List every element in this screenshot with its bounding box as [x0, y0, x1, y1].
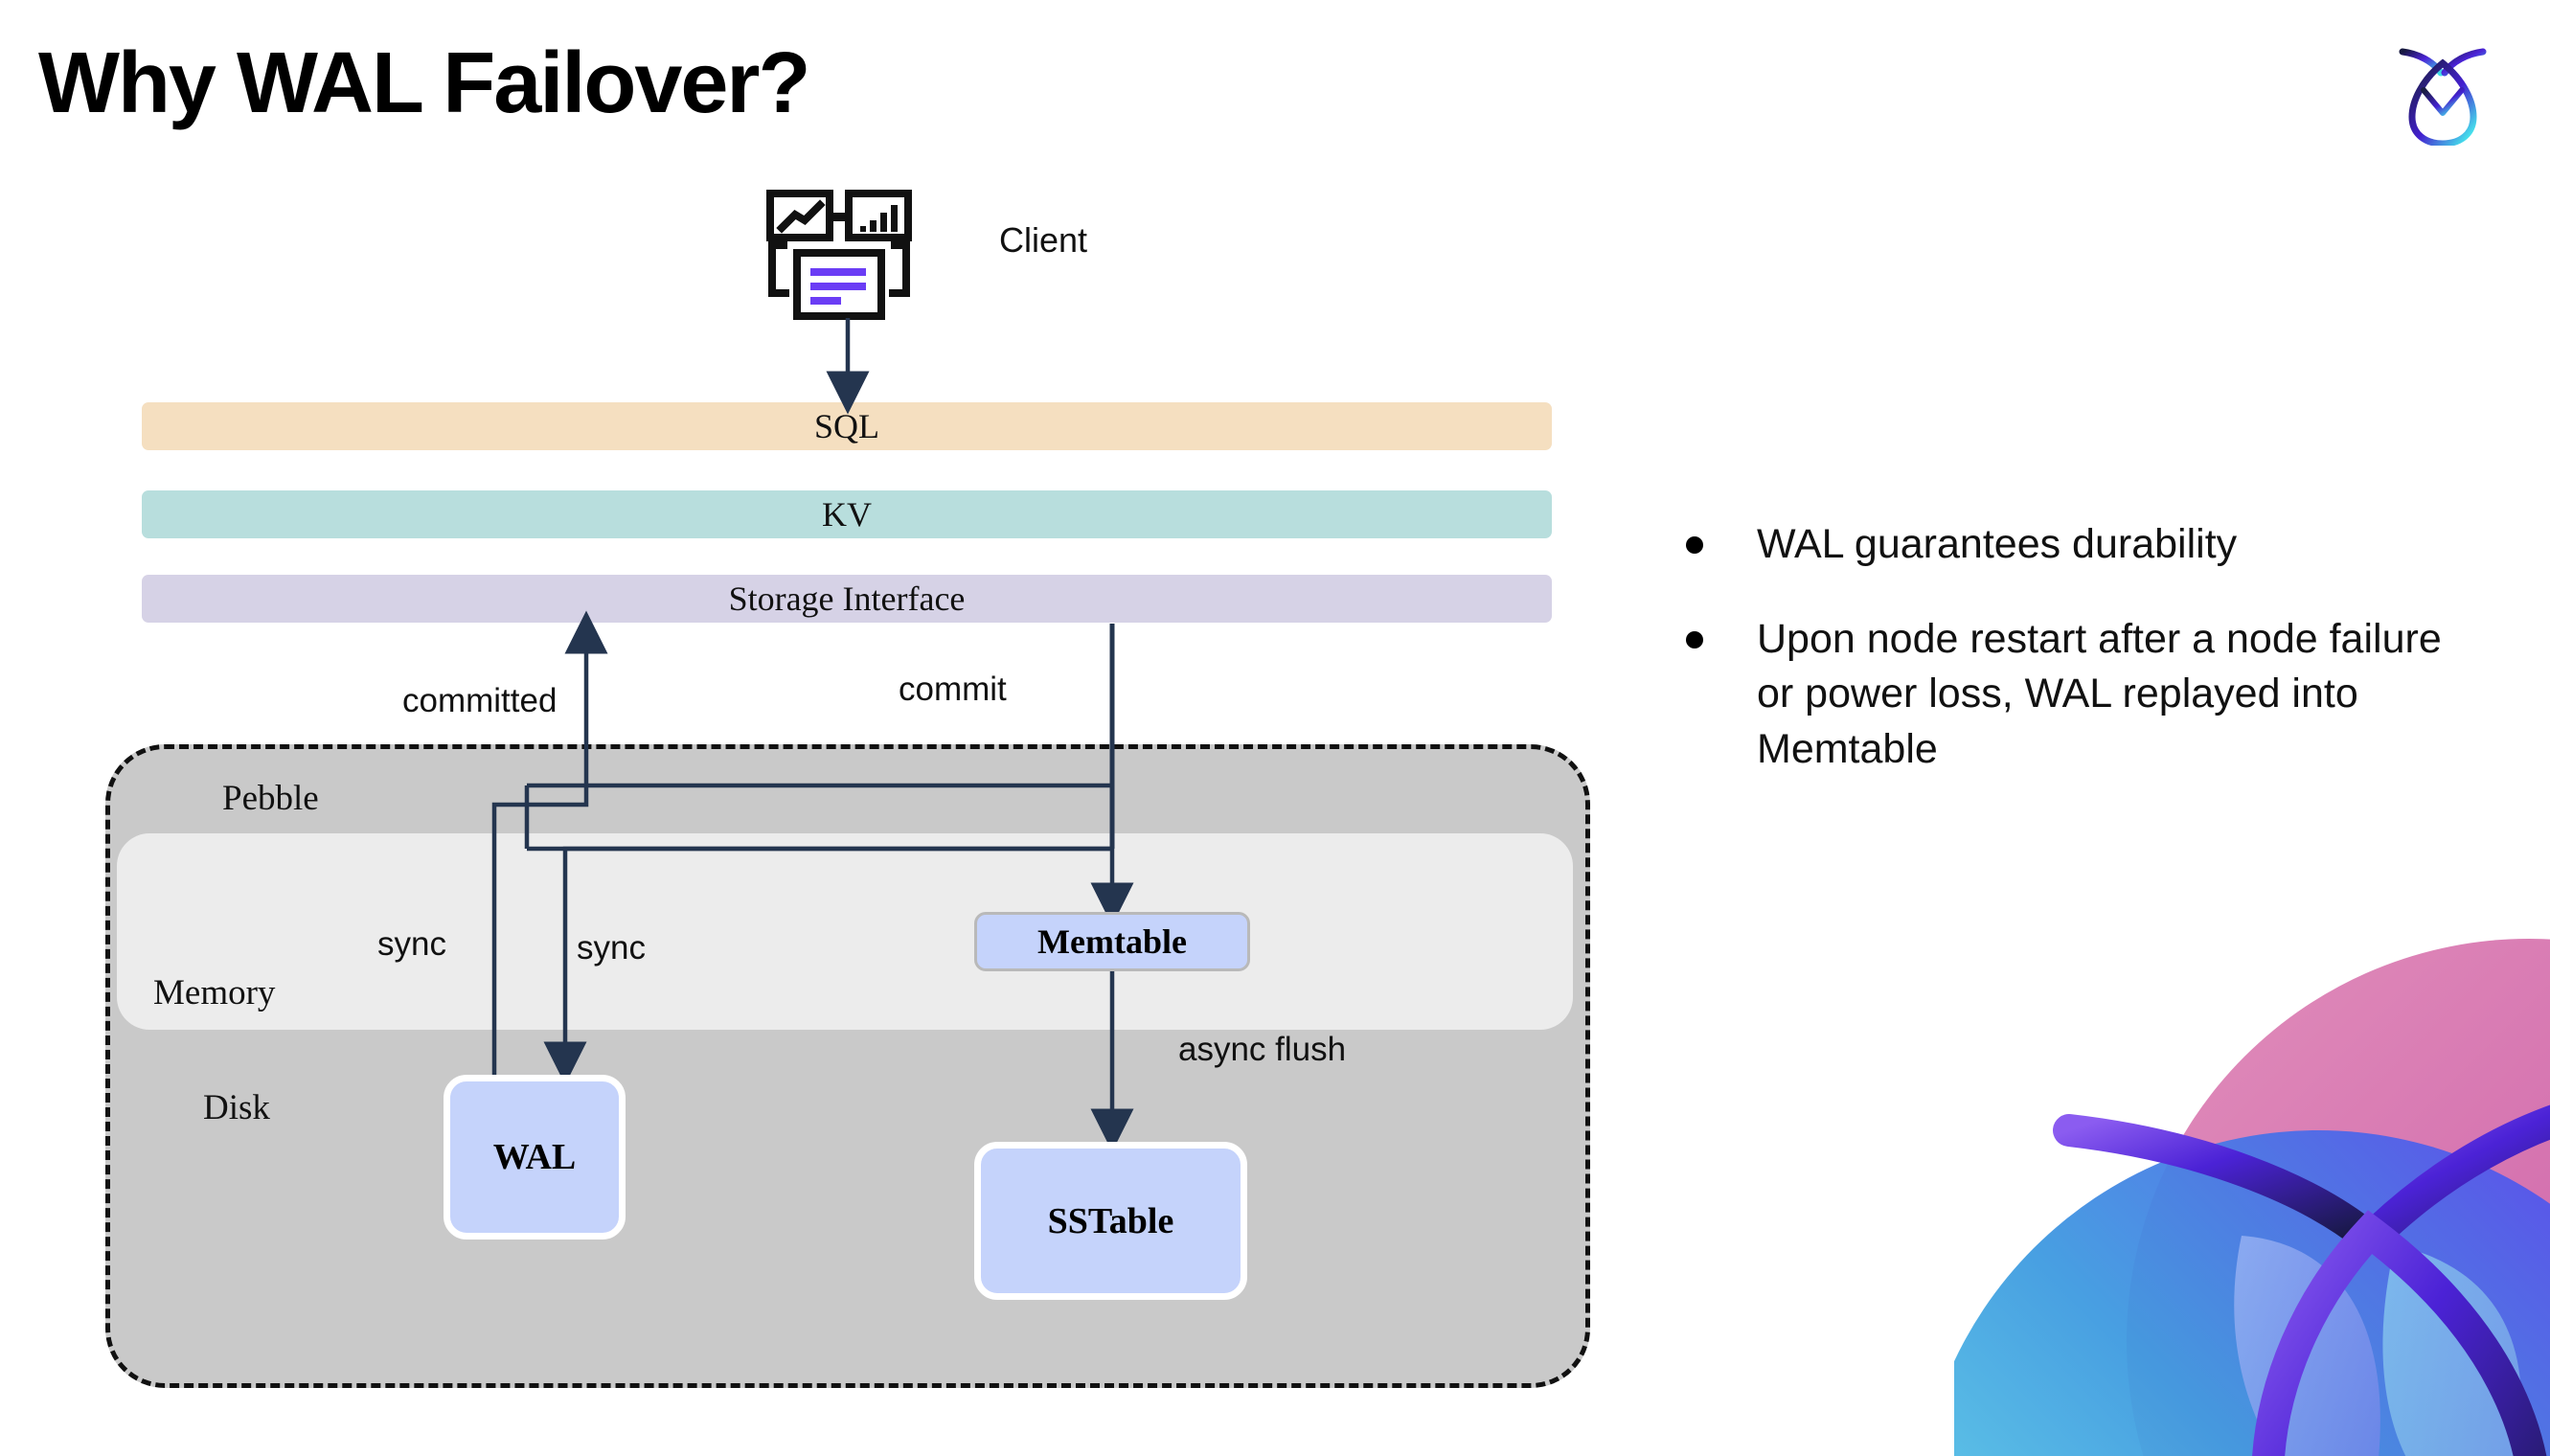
memory-region	[117, 833, 1573, 1030]
node-label-sstable: SSTable	[1047, 1200, 1174, 1241]
layer-bar-kv: KV	[142, 490, 1552, 538]
bullet-text: Upon node restart after a node failure o…	[1757, 616, 2442, 772]
node-label-memtable: Memtable	[1037, 922, 1187, 961]
arrow-label-async-flush: async flush	[1178, 1031, 1347, 1068]
arrow-label-commit: commit	[899, 671, 1007, 708]
list-item: WAL guarantees durability	[1686, 517, 2481, 572]
layer-label-kv: KV	[822, 495, 872, 534]
client-label: Client	[999, 220, 1088, 260]
memory-label: Memory	[153, 973, 276, 1012]
arrow-label-sync-left: sync	[377, 925, 446, 963]
slide-root: Why WAL Failover?	[38, 31, 2550, 1456]
cockroachdb-decorative-mark	[1954, 920, 2550, 1456]
arrow-label-sync-right: sync	[577, 929, 646, 967]
bullet-text: WAL guarantees durability	[1757, 521, 2238, 567]
layer-bar-storage: Storage Interface	[142, 575, 1552, 623]
bullet-dot-icon	[1686, 536, 1703, 554]
bullet-list: WAL guarantees durability Upon node rest…	[1686, 517, 2481, 817]
layer-label-sql: SQL	[813, 407, 879, 445]
arrow-label-committed: committed	[402, 682, 558, 719]
node-memtable: Memtable	[974, 912, 1250, 971]
client-dashboard-icon	[766, 190, 929, 324]
node-wal: WAL	[444, 1075, 626, 1240]
disk-label: Disk	[203, 1088, 270, 1127]
node-sstable: SSTable	[974, 1142, 1247, 1300]
list-item: Upon node restart after a node failure o…	[1686, 612, 2481, 777]
layer-bar-sql: SQL	[142, 402, 1552, 450]
bullet-dot-icon	[1686, 631, 1703, 649]
layer-label-storage: Storage Interface	[728, 580, 966, 618]
page-title: Why WAL Failover?	[38, 35, 810, 131]
pebble-label: Pebble	[222, 779, 319, 818]
cockroachdb-logo	[2385, 31, 2500, 148]
node-label-wal: WAL	[492, 1137, 577, 1177]
